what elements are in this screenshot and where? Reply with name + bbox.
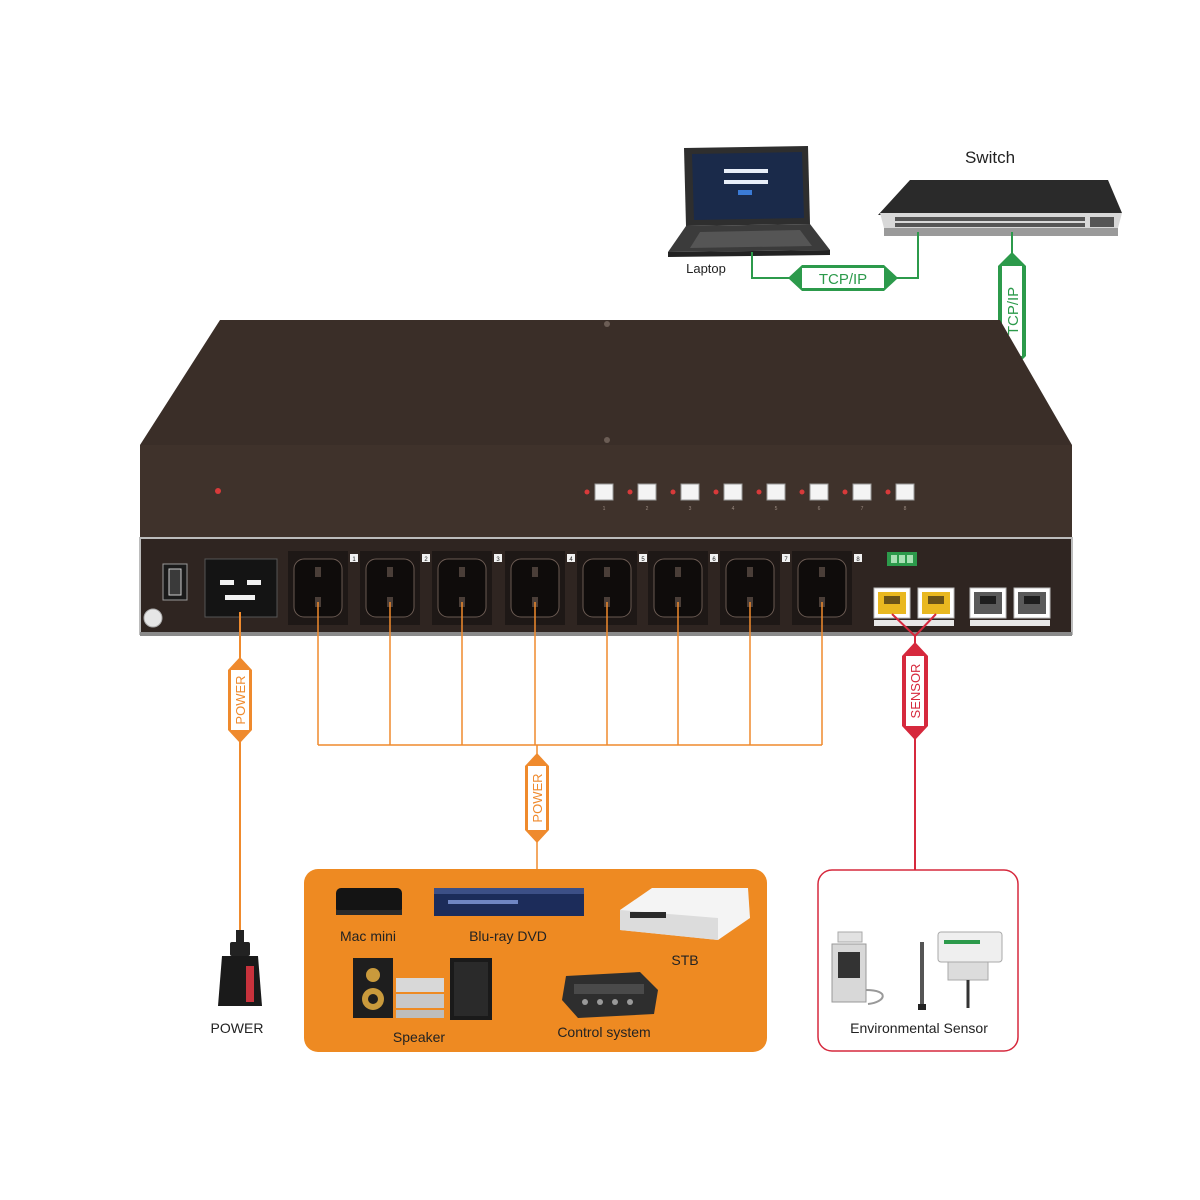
outlet-switch-button[interactable] (756, 483, 786, 501)
power-outlet (432, 551, 492, 625)
power-outlet (720, 551, 780, 625)
control-system-label: Control system (557, 1024, 650, 1040)
speaker-label: Speaker (393, 1029, 445, 1045)
bluray-player-icon (434, 888, 584, 916)
power-tag-input: POWER (228, 657, 252, 743)
outlet-number: 4 (569, 557, 573, 563)
outlet-number: 7 (784, 557, 788, 563)
outlet-button-number: 5 (775, 506, 778, 512)
sensor-port-2[interactable] (917, 587, 955, 619)
outlet-switch-button[interactable] (670, 483, 700, 501)
outlet-button-number: 1 (603, 506, 606, 512)
outlet-button-number: 7 (861, 506, 864, 512)
power-plug-label: POWER (211, 1020, 264, 1036)
network-switch (878, 180, 1122, 236)
status-led (215, 488, 221, 494)
outlet-switch-button[interactable] (713, 483, 743, 501)
network-port-2[interactable] (1013, 587, 1051, 619)
outlet-button-number: 6 (818, 506, 821, 512)
network-port-1[interactable] (969, 587, 1007, 619)
outlet-button-number: 8 (904, 506, 907, 512)
sensor-port-1[interactable] (873, 587, 911, 619)
laptop-label: Laptop (686, 261, 726, 276)
outlet-switch-button[interactable] (627, 483, 657, 501)
outlet-number: 1 (352, 557, 356, 563)
mac-mini-label: Mac mini (340, 928, 396, 944)
outlet-switch-button[interactable] (885, 483, 915, 501)
power-output-cables (317, 602, 823, 870)
outlet-button-number: 4 (732, 506, 735, 512)
outlet-number: 3 (496, 557, 500, 563)
switch-label: Switch (965, 148, 1015, 167)
outlet-button-number: 3 (689, 506, 692, 512)
power-switch[interactable] (162, 563, 188, 601)
stb-icon (620, 888, 750, 940)
outlet-switch-button[interactable] (584, 483, 614, 501)
tcpip-tag-horizontal: TCP/IP (788, 265, 898, 291)
tcpip-label-vertical: TCP/IP (1005, 287, 1022, 335)
network-port-caption-strip (970, 620, 1050, 626)
sensor-label: SENSOR (908, 664, 923, 719)
tcpip-label-horizontal: TCP/IP (819, 271, 867, 288)
environmental-sensor-label: Environmental Sensor (850, 1020, 988, 1036)
outlet-number: 5 (641, 557, 645, 563)
power-inlet (204, 558, 278, 618)
mac-mini-icon (336, 888, 402, 915)
outlet-number: 6 (712, 557, 716, 563)
outlet-switch-button[interactable] (842, 483, 872, 501)
outlet-number: 2 (424, 557, 428, 563)
front-button-row: 1 2 3 4 5 6 7 8 (584, 483, 915, 512)
stb-label: STB (671, 952, 698, 968)
laptop (668, 146, 830, 257)
sensor-tag: SENSOR (902, 642, 928, 740)
outlet-number: 8 (856, 557, 860, 563)
sensor-port-caption-strip (874, 620, 954, 626)
outlet-switch-button[interactable] (799, 483, 829, 501)
humidity-sensor-icon (918, 931, 1003, 1010)
power-plug-icon (218, 930, 262, 1006)
outlet-row: 1 2 3 4 5 6 7 8 (288, 551, 862, 625)
sensor-terminal (887, 552, 917, 566)
outlet-button-number: 2 (646, 506, 649, 512)
power-label-input: POWER (233, 675, 248, 724)
speaker-system-icon (353, 958, 492, 1020)
temperature-sensor-icon (831, 931, 884, 1005)
bluray-label: Blu-ray DVD (469, 928, 547, 944)
breaker-button[interactable] (143, 608, 163, 628)
power-label-output: POWER (530, 773, 545, 822)
control-system-icon (562, 972, 658, 1018)
power-tag-output: POWER (525, 753, 549, 843)
